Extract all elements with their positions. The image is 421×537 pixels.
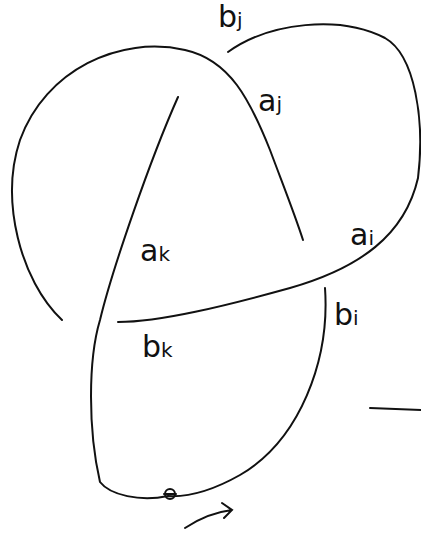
strand-label: ak (140, 236, 170, 266)
knot-strand (91, 97, 326, 498)
strand-label: aj (258, 86, 282, 116)
knot-strand (12, 47, 303, 320)
strand-label: bk (142, 332, 173, 362)
basepoint-mark (164, 493, 176, 495)
knot-strand (118, 24, 420, 322)
basepoint-mark (165, 489, 175, 499)
orientation-arrow (185, 503, 232, 528)
stray-line (370, 408, 421, 410)
strand-label: bj (218, 2, 243, 32)
strand-label: ai (350, 220, 374, 250)
strand-label: bi (334, 300, 359, 330)
